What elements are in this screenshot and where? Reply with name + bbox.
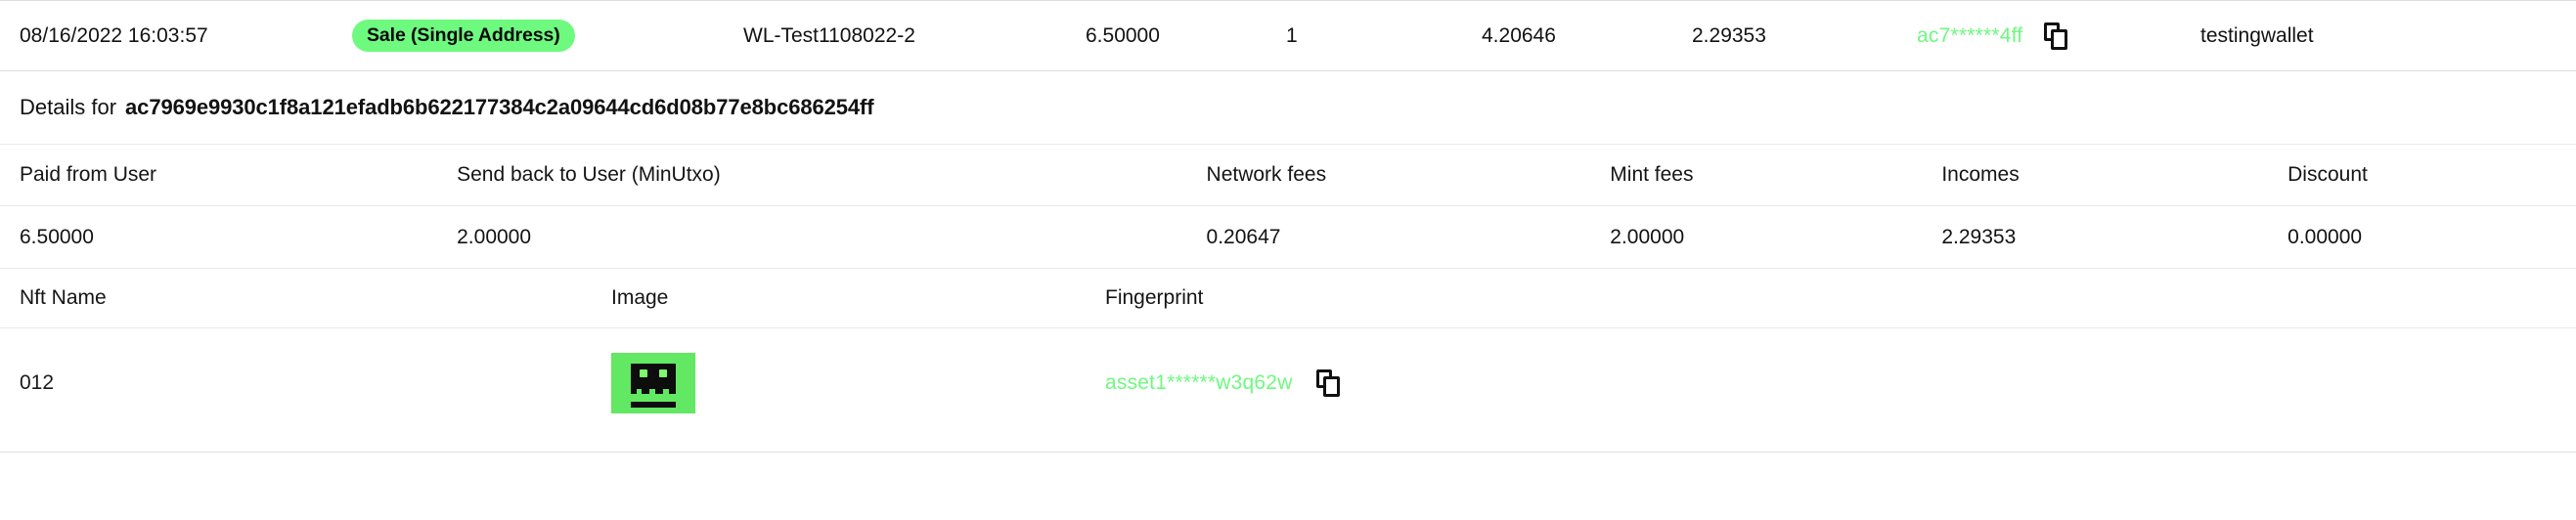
nft-table-header-row: Nft Name Image Fingerprint [0,269,2576,327]
column-header-nft-name: Nft Name [20,286,107,309]
wallet-name: testingwallet [2200,23,2314,47]
quantity-value: 1 [1286,23,1298,47]
project-name: WL-Test1108022-2 [743,23,915,47]
details-transaction-hash: ac7969e9930c1f8a121efadb6b622177384c2a09… [125,95,874,119]
nft-header-divider [0,327,2576,328]
skull-tooth-4 [669,389,676,394]
skull-eye-left [640,369,647,377]
panel-bottom-divider [0,452,2576,453]
column-header-network-fees: Network fees [1206,163,1327,186]
amount-value: 6.50000 [1086,23,1160,47]
copy-icon[interactable] [1315,369,1342,397]
skull-eye-right [659,369,667,377]
column-header-send-back-to-user: Send back to User (MinUtxo) [457,163,721,186]
value-send-back-to-user: 2.00000 [457,225,532,248]
transaction-summary-row[interactable]: 08/16/2022 16:03:57 Sale (Single Address… [0,1,2576,70]
nft-fingerprint-cell: asset1******w3q62w [1105,369,1888,397]
skull-tooth-3 [655,389,663,394]
details-heading-label: Details for [20,95,117,119]
secondary-value-2: 2.29353 [1692,23,1766,47]
summary-bottom-divider [0,70,2576,71]
fee-header-divider [0,205,2576,206]
status-badge: Sale (Single Address) [352,20,575,52]
column-header-image: Image [611,286,669,309]
value-discount: 0.00000 [2287,225,2363,248]
transaction-detail-panel: 08/16/2022 16:03:57 Sale (Single Address… [0,0,2576,453]
fingerprint-truncated[interactable]: asset1******w3q62w [1105,371,1293,394]
skull-mouth-bar [631,402,676,408]
fee-table-header-row: Paid from User Send back to User (MinUtx… [0,145,2576,205]
transaction-type-cell: Sale (Single Address) [352,20,743,52]
column-header-fingerprint: Fingerprint [1105,286,1204,309]
nft-name-value: 012 [20,371,55,394]
copy-icon-front-sheet [1322,376,1340,397]
secondary-value-1: 4.20646 [1482,23,1556,47]
column-header-paid-from-user: Paid from User [20,163,157,186]
address-cell: ac7******4ff [1917,22,2200,50]
copy-icon-front-sheet [2051,28,2068,50]
column-header-discount: Discount [2287,163,2368,186]
skull-tooth-1 [631,389,637,394]
value-paid-from-user: 6.50000 [20,225,94,248]
column-header-incomes: Incomes [1941,163,2020,186]
panel-top-divider [0,0,2576,1]
nft-image-cell [611,353,1105,413]
column-header-mint-fees: Mint fees [1610,163,1694,186]
address-truncated[interactable]: ac7******4ff [1917,23,2023,47]
fee-table-bottom-divider [0,268,2576,269]
value-mint-fees: 2.00000 [1610,225,1685,248]
value-incomes: 2.29353 [1941,225,2017,248]
fee-table-row: 6.50000 2.00000 0.20647 2.00000 2.29353 … [0,206,2576,268]
copy-icon[interactable] [2044,22,2069,50]
skull-tooth-2 [642,389,649,394]
skull-head-block [631,364,676,384]
value-network-fees: 0.20647 [1206,225,1281,248]
details-title-divider [0,144,2576,145]
nft-pixel-skull-thumbnail[interactable] [611,353,695,413]
nft-table-row: 012 asset1******w3q62w [0,328,2576,438]
panel-bottom-space [0,438,2576,452]
details-heading: Details for ac7969e9930c1f8a121efadb6b62… [0,71,2576,144]
transaction-datetime: 08/16/2022 16:03:57 [20,23,208,47]
skull-jaw-band [631,384,676,389]
